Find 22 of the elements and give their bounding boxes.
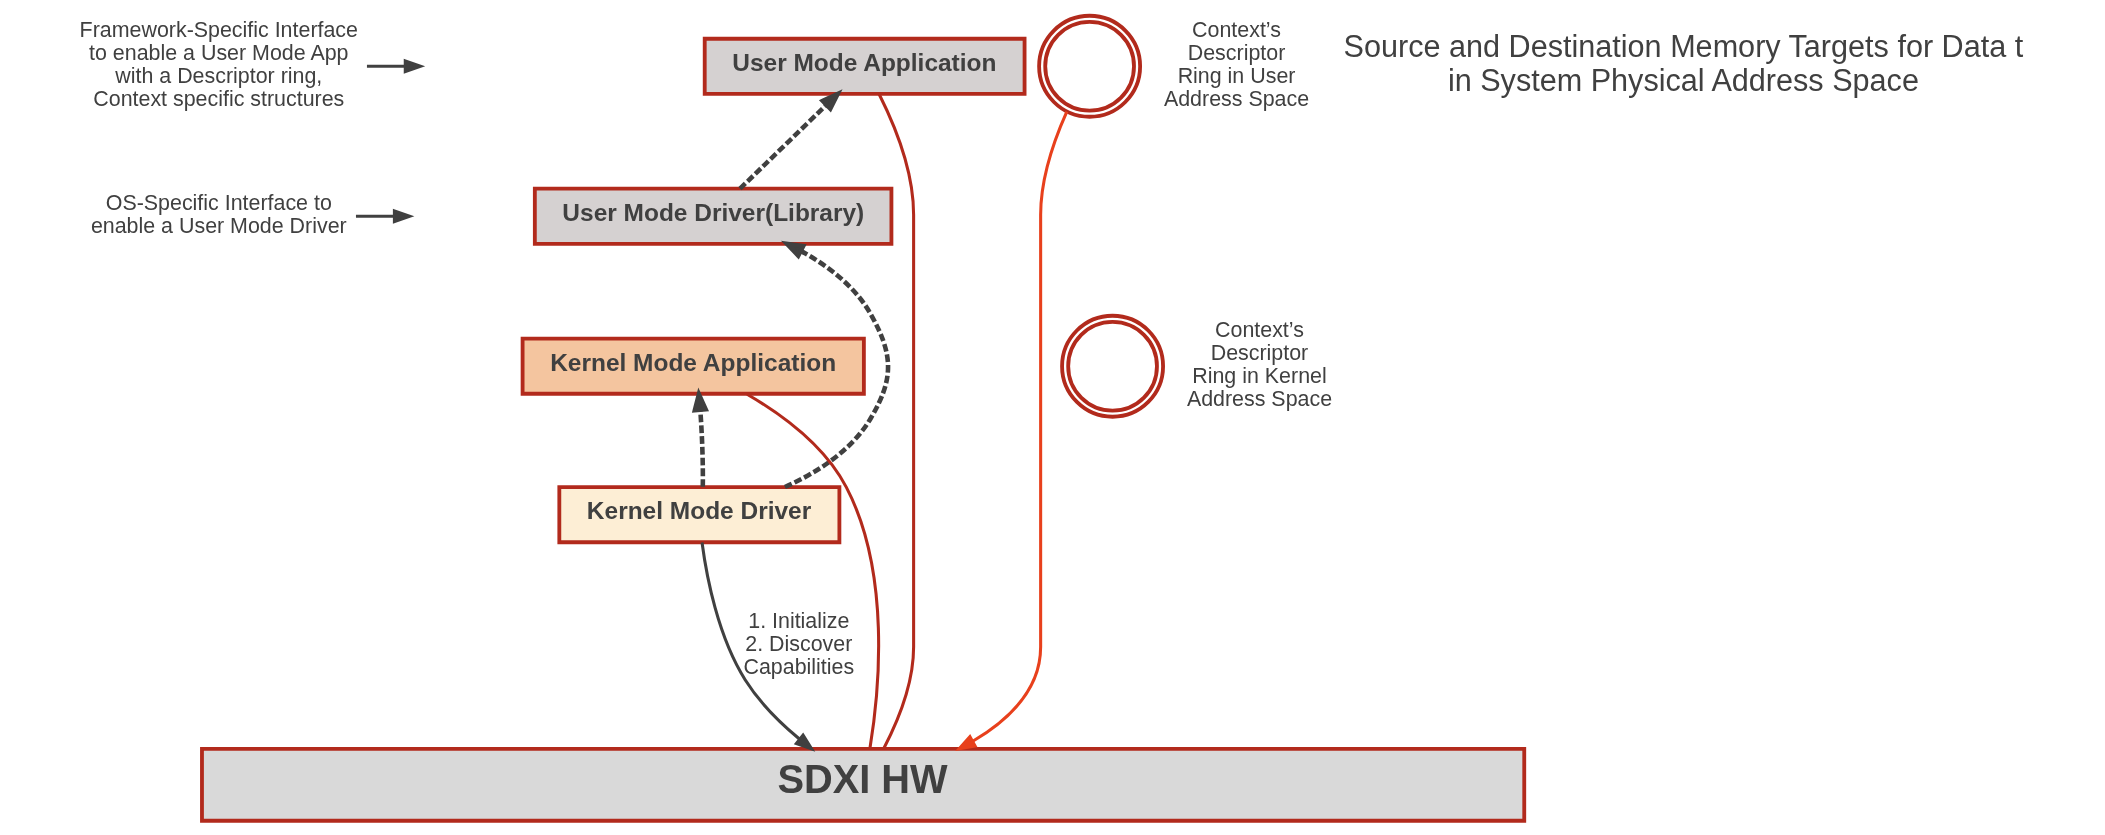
node-box: User Mode Application [702,36,1027,96]
node-box: SDXI HW [200,746,1527,823]
connector [877,93,916,750]
edge-label: 1. Initialize 2. Discover Capabilities [743,609,855,680]
node-box: Kernel Mode Application [520,336,866,396]
arrow [780,240,891,490]
node-box: User Mode Driver(Library) [532,186,894,246]
node-text: OS-Specific Interface to enable a User Mode Driver [90,191,347,239]
arrow [366,58,426,74]
arrow [738,89,843,191]
node-text: Framework-Specific Interface to enable a User Mode App with a Descriptor ring, Context specific structures [79,18,358,112]
arrow [700,542,816,752]
node-circle [1037,13,1143,119]
arrow [355,208,415,224]
arrow [955,110,1069,752]
node-circle [1060,313,1165,419]
node-label: Context’s Descriptor Ring in Kernel Address Space [1186,318,1333,412]
node-label: Context’s Descriptor Ring in User Address Space [1163,18,1310,112]
node-box: Kernel Mode Driver [557,485,842,545]
connector [746,392,881,749]
arrow [691,387,709,487]
label: Source and Destination Memory Targets for Data t in System Physical Address Space [1343,29,2024,97]
